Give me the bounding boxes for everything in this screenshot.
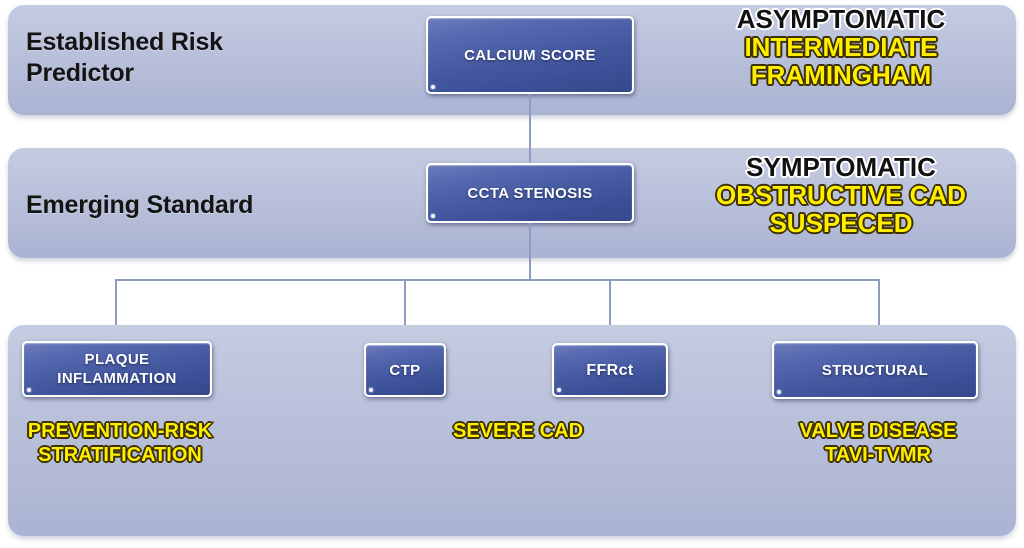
caption-intermediate: INTERMEDIATE	[743, 32, 939, 63]
node-ffrct-label: FFRct	[586, 361, 634, 379]
node-structural[interactable]: STRUCTURAL	[772, 341, 978, 399]
caption-tavi-tvmr: TAVI-TVMR	[824, 443, 932, 468]
node-calcium-score[interactable]: CALCIUM SCORE	[426, 16, 634, 94]
node-ffrct[interactable]: FFRct	[552, 343, 668, 397]
node-structural-label: STRUCTURAL	[821, 361, 929, 379]
connector-drop-plaque	[115, 279, 117, 342]
node-plaque-line2: INFLAMMATION	[57, 370, 177, 387]
node-ccta-stenosis-label: CCTA STENOSIS	[467, 184, 593, 202]
node-ctp-label: CTP	[389, 361, 421, 379]
caption-valve-disease: VALVE DISEASE	[798, 419, 958, 444]
node-plaque-inflammation[interactable]: PLAQUE INFLAMMATION	[22, 341, 212, 397]
connector-ccta-downstem	[529, 223, 531, 280]
connector-calcium-to-ccta	[529, 94, 531, 163]
caption-prevention-risk: PREVENTION-RISK	[27, 419, 214, 444]
caption-severe-cad: SEVERE CAD	[452, 419, 585, 444]
band-title-emerging-line1: Emerging Standard	[26, 191, 254, 219]
node-plaque-inflammation-label: PLAQUE INFLAMMATION	[51, 350, 183, 388]
node-ctp[interactable]: CTP	[364, 343, 446, 397]
band-title-established-line2: Predictor	[26, 59, 134, 87]
band-title-emerging: Emerging Standard	[26, 190, 356, 221]
connector-drop-structural	[878, 279, 880, 342]
caption-stratification: STRATIFICATION	[37, 443, 203, 468]
caption-asymptomatic: ASYMPTOMATIC	[735, 4, 946, 35]
node-ccta-stenosis[interactable]: CCTA STENOSIS	[426, 163, 634, 223]
connector-horizontal-bus	[115, 279, 880, 281]
connector-drop-ffrct	[609, 279, 611, 344]
caption-suspeced: SUSPECED	[768, 208, 914, 239]
connector-drop-ctp	[404, 279, 406, 344]
caption-framingham: FRAMINGHAM	[749, 60, 933, 91]
node-plaque-line1: PLAQUE	[84, 351, 150, 368]
band-title-established-line1: Established Risk	[26, 28, 223, 56]
caption-symptomatic: SYMPTOMATIC	[745, 152, 938, 183]
node-calcium-score-label: CALCIUM SCORE	[464, 46, 596, 64]
band-title-established: Established Risk Predictor	[26, 27, 356, 89]
caption-obstructive-cad: OBSTRUCTIVE CAD	[715, 180, 968, 211]
